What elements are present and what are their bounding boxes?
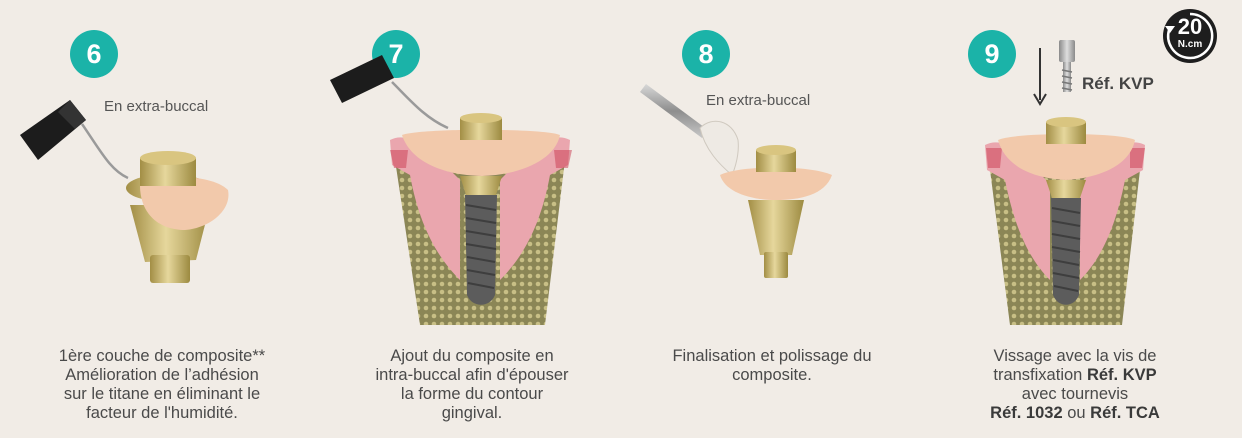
- intra-buccal-illustration: [310, 0, 610, 340]
- step-7: 7: [310, 0, 610, 438]
- torque-unit: N.cm: [1162, 39, 1218, 50]
- polishing-illustration: [620, 0, 920, 300]
- step-caption: Ajout du composite en intra-buccal afin …: [332, 347, 612, 423]
- step-caption: Vissage avec la vis de transfixation Réf…: [930, 347, 1220, 423]
- step-8: 8 En extra-buccal Finalisation et poliss…: [620, 0, 920, 438]
- torque-value: 20: [1162, 16, 1218, 38]
- step-6: 6 En extra-buccal 1ère couche de composi…: [0, 0, 300, 438]
- step-caption: 1ère couche de composite** Amélioration …: [22, 347, 302, 423]
- torque-badge: 20 N.cm: [1162, 8, 1222, 68]
- abutment-illustration: [0, 0, 300, 300]
- step-caption: Finalisation et polissage du composite.: [632, 347, 912, 385]
- screw-reference-label: Réf. KVP: [1082, 74, 1154, 94]
